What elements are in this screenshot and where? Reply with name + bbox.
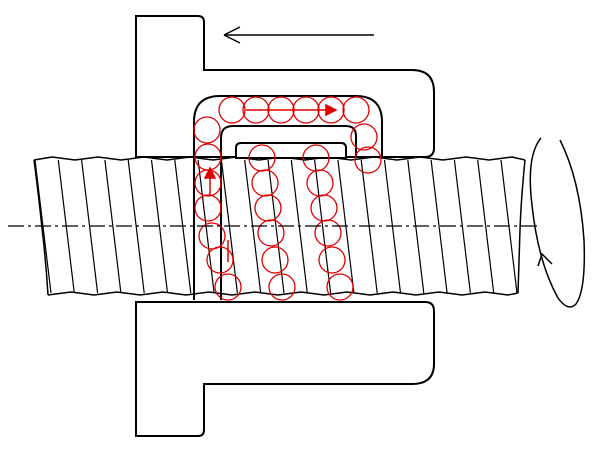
travel-arrow-head (223, 26, 241, 44)
ball (318, 246, 346, 274)
ball (206, 246, 234, 274)
screw-thread-line (430, 159, 448, 294)
ball (194, 169, 222, 197)
ball (248, 144, 276, 172)
screw-bottom-edge (47, 291, 519, 296)
ball (257, 219, 285, 247)
rotation-arrow-head (537, 252, 553, 267)
return-tube-slot (235, 142, 347, 159)
top-flow-arrow-head (325, 103, 338, 117)
ball (193, 116, 221, 144)
ball (314, 219, 342, 247)
return-tube-outer (193, 95, 383, 300)
ball (268, 273, 296, 301)
ball (350, 123, 378, 151)
ball (306, 169, 334, 197)
ball (310, 194, 338, 222)
screw-left-end (33, 159, 49, 296)
screw-thread-line (477, 159, 495, 294)
screw-thread-line (314, 159, 332, 294)
travel-arrow (223, 26, 374, 44)
ball (326, 273, 354, 301)
ball (194, 194, 222, 222)
return-tube-inner (220, 125, 357, 300)
ball (214, 273, 242, 301)
ball (342, 96, 370, 124)
left-flow-arrow-head (203, 166, 217, 179)
rotation-arrow-curve (529, 137, 586, 308)
ball (254, 194, 282, 222)
screw-thread-line (150, 159, 169, 294)
ball-flow-arrows (203, 103, 338, 262)
balls (193, 96, 382, 301)
return-tube (193, 95, 383, 300)
ball (218, 96, 246, 124)
ball (261, 246, 289, 274)
ball (251, 169, 279, 197)
screw-thread-line (104, 159, 122, 294)
rotation-arrow (529, 137, 586, 308)
ball (354, 146, 382, 174)
screw-right-end (517, 159, 526, 294)
nut-upper-flange (135, 15, 435, 158)
nut-lower-flange (135, 301, 435, 437)
